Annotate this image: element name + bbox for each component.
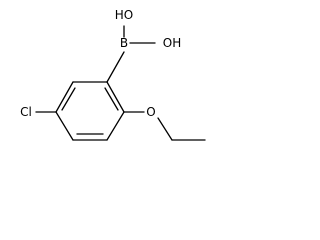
ring-bond-c2-c3	[106, 111, 125, 141]
ring-bond-c5-c6	[55, 81, 74, 113]
atom-label-chlorine: Cl	[20, 105, 32, 119]
ring-double-bond-inner-3	[61, 87, 76, 111]
bond-ring-to-boron	[106, 51, 125, 83]
benzene-ring	[55, 81, 125, 141]
ring-bond-c1-c2	[106, 81, 125, 113]
ring-bond-c4-c5	[55, 111, 74, 141]
atom-label-hydroxyl-2: OH	[163, 36, 181, 50]
atom-label-boron: B	[120, 36, 128, 50]
ring-double-bond-inner-1	[104, 87, 119, 111]
atom-label-hydroxyl-1: HO	[115, 8, 133, 22]
atom-label-ether-oxygen: O	[146, 105, 155, 119]
bond-oxygen-to-ch2	[157, 117, 173, 141]
chemical-structure-diagram: HO OH B Cl O	[20, 8, 206, 141]
